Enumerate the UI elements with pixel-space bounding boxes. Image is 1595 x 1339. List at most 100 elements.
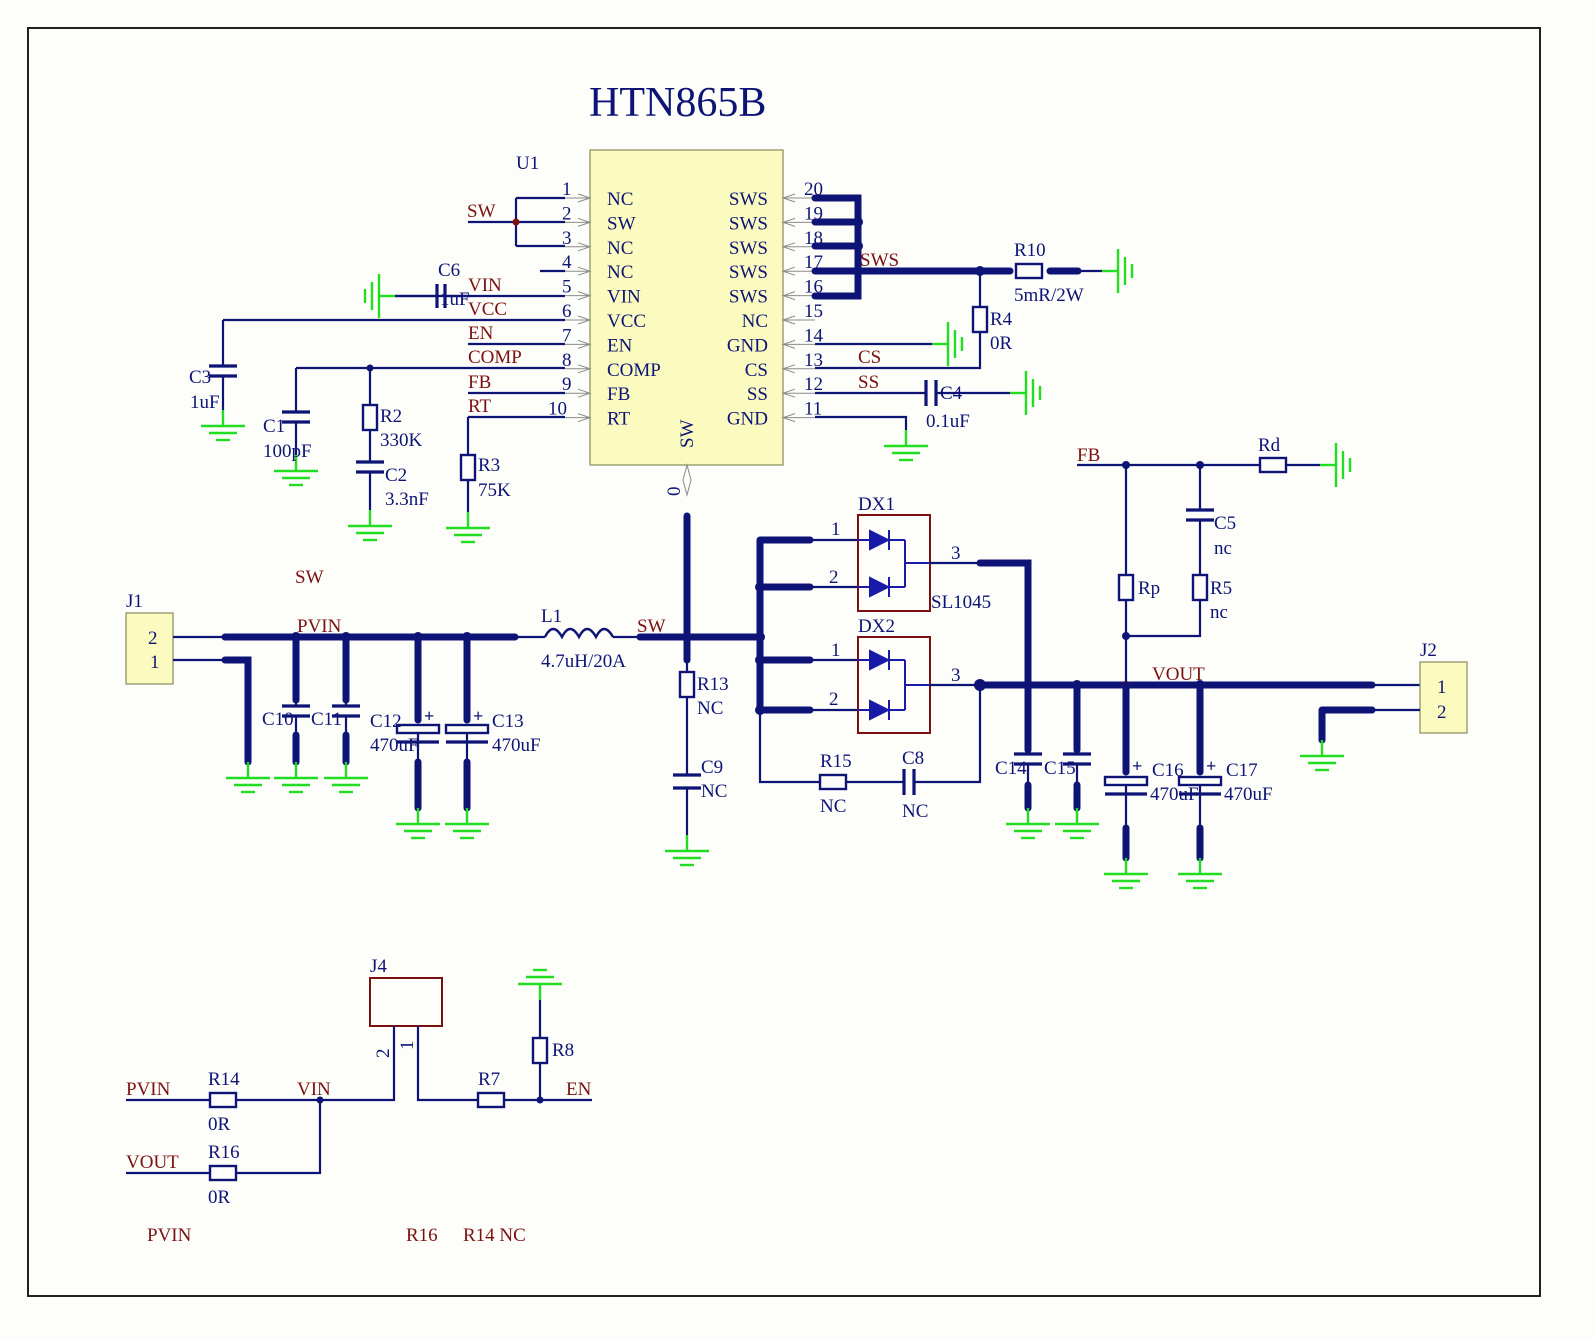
c6-ground-icon — [363, 272, 397, 320]
v-r2-label: 330K — [380, 430, 423, 451]
j4-label: J4 — [370, 956, 387, 977]
u1-right-pin-14[interactable] — [781, 339, 815, 349]
c9-label: C9 — [701, 757, 723, 778]
u1-left-pin-5[interactable] — [565, 291, 592, 301]
u1-right-pin-num: 14 — [804, 325, 824, 346]
r5-symbol[interactable] — [1191, 573, 1209, 602]
dx2-diodes-icon — [858, 649, 930, 721]
u1-right-pin-19[interactable] — [781, 217, 815, 227]
rp-label: Rp — [1138, 578, 1160, 599]
ss-label: SS — [858, 372, 879, 393]
u1-right-pin-12[interactable] — [781, 388, 815, 398]
u1-body[interactable] — [589, 149, 784, 466]
r16-symbol[interactable] — [208, 1164, 238, 1182]
u1-left-pin-7[interactable] — [565, 339, 592, 349]
c15-ground-icon — [1053, 806, 1101, 840]
j2-pin2-label: 2 — [1437, 702, 1447, 723]
u1-left-pin-num: 8 — [562, 350, 572, 371]
r3-symbol[interactable] — [459, 453, 477, 482]
u1-right-pin-11[interactable] — [781, 413, 815, 423]
rd-symbol[interactable] — [1258, 456, 1288, 474]
u1-left-pin-6[interactable] — [565, 315, 592, 325]
v-r13-label: NC — [697, 698, 723, 719]
c8-symbol[interactable] — [902, 769, 916, 795]
l1-label: L1 — [541, 606, 562, 627]
en-bottom-label: EN — [566, 1079, 592, 1100]
u1-right-pin-15[interactable] — [781, 315, 815, 325]
dx1-pin2-label: 2 — [829, 567, 839, 588]
u1-left-pin-name: NC — [607, 238, 633, 259]
c16-label: C16 — [1152, 760, 1184, 781]
r2-label: R2 — [380, 406, 402, 427]
r8-symbol[interactable] — [531, 1036, 549, 1065]
sw-bus-label: SW — [637, 616, 666, 637]
r13-symbol[interactable] — [678, 670, 696, 699]
u1-pin-bottom — [682, 463, 692, 497]
c14-c15-leads — [1024, 681, 1081, 812]
r10-symbol[interactable] — [1014, 262, 1044, 280]
r15-label: R15 — [820, 751, 852, 772]
fb-u1-label: FB — [468, 372, 491, 393]
u1-left-pin-num: 9 — [562, 374, 572, 395]
c12-symbol[interactable] — [395, 723, 441, 735]
c13-symbol[interactable] — [444, 723, 490, 735]
j4-header[interactable] — [369, 977, 443, 1027]
r4-symbol[interactable] — [971, 305, 989, 334]
u1-left-pin-4[interactable] — [565, 266, 592, 276]
c15-label: C15 — [1044, 758, 1076, 779]
u1-left-pin-name: NC — [607, 189, 633, 210]
c13-plus-icon: + — [473, 706, 483, 726]
u1-right-pin-name: SWS — [729, 262, 768, 283]
r15-symbol[interactable] — [818, 773, 848, 791]
u1-right-pin-18[interactable] — [781, 242, 815, 252]
j1-ground-icon — [224, 760, 272, 794]
r8-label: R8 — [552, 1040, 574, 1061]
c2-label: C2 — [385, 465, 407, 486]
j2-ground-icon — [1298, 738, 1346, 772]
u1-left-pin-9[interactable] — [565, 388, 592, 398]
fb-right-label: FB — [1077, 445, 1100, 466]
r10-ground-icon — [1100, 247, 1134, 295]
u1-right-pin-name: SS — [747, 384, 768, 405]
u1-left-pin-2[interactable] — [565, 217, 592, 227]
c9-symbol[interactable] — [673, 773, 701, 790]
u1-left-pin-3[interactable] — [565, 242, 592, 252]
c10-label: C10 — [262, 709, 294, 730]
u1-left-pin-name: NC — [607, 262, 633, 283]
dx2-pin3-label: 3 — [951, 665, 961, 686]
c5-symbol[interactable] — [1186, 508, 1214, 522]
j2-connector[interactable] — [1419, 661, 1468, 734]
c4-symbol[interactable] — [924, 380, 938, 406]
c2-symbol[interactable] — [356, 460, 384, 474]
rp-symbol[interactable] — [1117, 573, 1135, 602]
r2-symbol[interactable] — [361, 403, 379, 432]
v-c6-label: 1uF — [440, 289, 470, 310]
u1-right-pin-num: 13 — [804, 350, 823, 371]
u1-right-pin-name: NC — [742, 311, 768, 332]
c16-symbol[interactable] — [1103, 775, 1149, 787]
v-r10-label: 5mR/2W — [1014, 285, 1084, 306]
j4-pin-2-label: 2 — [373, 1049, 394, 1059]
u1-right-pin-20[interactable] — [781, 193, 815, 203]
r7-symbol[interactable] — [476, 1091, 506, 1109]
pvin-bottom-label: PVIN — [126, 1079, 171, 1100]
comp-junction — [366, 364, 374, 372]
v-c3-label: 1uF — [190, 392, 220, 413]
u1-left-pin-10[interactable] — [565, 413, 592, 423]
r14-symbol[interactable] — [208, 1091, 238, 1109]
v-c1-label: 100pF — [263, 441, 312, 462]
j1-connector[interactable] — [125, 612, 174, 685]
c3-symbol[interactable] — [209, 364, 237, 378]
u1-right-pin-17[interactable] — [781, 266, 815, 276]
u1-right-pin-13[interactable] — [781, 364, 815, 374]
c1-symbol[interactable] — [282, 410, 310, 424]
j1-pin2-label: 2 — [148, 628, 158, 649]
l1-symbol[interactable] — [543, 627, 615, 640]
u1-left-pin-1[interactable] — [565, 193, 592, 203]
u1-left-pin-name: VIN — [607, 287, 641, 308]
c12-c13-leads — [414, 633, 471, 812]
u1-left-pin-name: EN — [607, 335, 633, 356]
u1-left-pin-8[interactable] — [565, 364, 592, 374]
v-c12-label: 470uF — [370, 735, 419, 756]
u1-right-pin-16[interactable] — [781, 291, 815, 301]
